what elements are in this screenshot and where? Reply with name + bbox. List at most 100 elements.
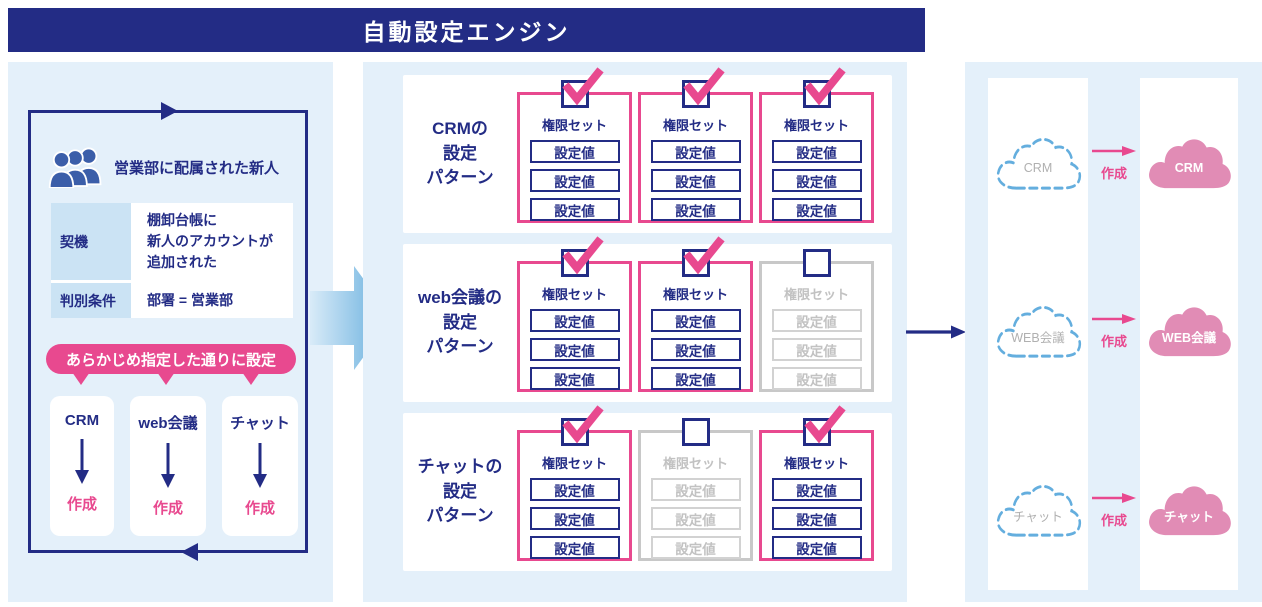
pattern-card-label-line: パターン bbox=[426, 168, 494, 188]
template-cell: CRM bbox=[988, 126, 1088, 200]
provision-row: チャット作成チャット bbox=[965, 473, 1262, 547]
template-cloud-icon: チャット bbox=[991, 481, 1085, 539]
pattern-card-label-line: 設定 bbox=[443, 312, 477, 332]
trigger-table-value-line: 棚卸台帳に bbox=[147, 212, 217, 228]
pattern-card-label: チャットの設定パターン bbox=[403, 455, 517, 529]
trigger-table-label: 判別条件 bbox=[51, 283, 131, 318]
pattern-card-label-line: 設定 bbox=[443, 481, 477, 501]
trigger-table: 契機棚卸台帳に新人のアカウントが追加された判別条件部署 = 営業部 bbox=[51, 203, 293, 318]
permission-set-label: 権限セット bbox=[541, 118, 607, 133]
page-title: 自動設定エンジン bbox=[362, 19, 571, 45]
pattern-card-label: CRMの設定パターン bbox=[403, 117, 517, 191]
service-name: チャット bbox=[230, 415, 290, 432]
permission-set-label: 権限セット bbox=[662, 287, 728, 302]
setting-value-box: 設定値 bbox=[650, 198, 741, 221]
created-cell: チャット bbox=[1140, 473, 1238, 547]
pattern-card-label-line: パターン bbox=[426, 506, 494, 526]
pattern-cards: CRMの設定パターン権限セット設定値設定値設定値権限セット設定値設定値設定値権限… bbox=[403, 67, 892, 571]
setting-value-box: 設定値 bbox=[529, 140, 620, 163]
create-label: 作成 bbox=[1100, 166, 1127, 181]
service-name: CRM bbox=[64, 412, 100, 429]
setting-value-box: 設定値 bbox=[771, 169, 862, 192]
template-cell: チャット bbox=[988, 473, 1088, 547]
create-label: 作成 bbox=[1100, 334, 1127, 349]
setting-value-box: 設定値 bbox=[529, 507, 620, 530]
pattern-card-label-line: 設定 bbox=[443, 143, 477, 163]
permission-set-box: 権限セット設定値設定値設定値 bbox=[759, 249, 874, 392]
permission-set-box: 権限セット設定値設定値設定値 bbox=[517, 236, 632, 392]
permission-set-box: 権限セット設定値設定値設定値 bbox=[638, 67, 753, 223]
permission-set-box: 権限セット設定値設定値設定値 bbox=[638, 418, 753, 561]
down-arrow-icon bbox=[161, 443, 175, 489]
checked-checkbox-icon bbox=[560, 405, 604, 446]
create-arrow-cell: 作成 bbox=[1088, 294, 1140, 368]
service-create-label: 作成 bbox=[152, 500, 183, 517]
service-card: CRM 作成 bbox=[50, 396, 114, 536]
setting-value-box: 設定値 bbox=[529, 367, 620, 390]
setting-value-box: 設定値 bbox=[529, 309, 620, 332]
setting-value-box: 設定値 bbox=[650, 536, 741, 559]
badge-pointer-icon bbox=[72, 372, 90, 385]
setting-value-box: 設定値 bbox=[771, 478, 862, 501]
new-employee-row: 営業部に配属された新人 bbox=[47, 146, 279, 188]
pattern-panel: CRMの設定パターン権限セット設定値設定値設定値権限セット設定値設定値設定値権限… bbox=[363, 62, 907, 602]
pattern-card-label-line: CRMの bbox=[432, 119, 488, 139]
checked-checkbox-icon bbox=[560, 67, 604, 108]
permission-set-label: 権限セット bbox=[783, 287, 849, 302]
create-arrow-cell: 作成 bbox=[1088, 473, 1140, 547]
service-create-label: 作成 bbox=[244, 500, 275, 517]
permission-set-label: 権限セット bbox=[783, 456, 849, 471]
created-cloud-label: WEB会議 bbox=[1161, 330, 1217, 345]
permission-set-group: 権限セット設定値設定値設定値権限セット設定値設定値設定値権限セット設定値設定値設… bbox=[517, 405, 892, 571]
setting-value-box: 設定値 bbox=[650, 169, 741, 192]
pattern-card: web会議の設定パターン権限セット設定値設定値設定値権限セット設定値設定値設定値… bbox=[403, 236, 892, 402]
checked-checkbox-icon bbox=[802, 67, 846, 108]
banner: 自動設定エンジン bbox=[8, 8, 925, 52]
permission-set-label: 権限セット bbox=[541, 456, 607, 471]
template-cloud-icon: CRM bbox=[991, 134, 1085, 192]
setting-value-box: 設定値 bbox=[771, 367, 862, 390]
created-cloud-label: チャット bbox=[1164, 509, 1214, 524]
setting-value-box: 設定値 bbox=[529, 536, 620, 559]
trigger-table-value: 部署 = 営業部 bbox=[135, 283, 293, 318]
trigger-table-value: 棚卸台帳に新人のアカウントが追加された bbox=[135, 203, 293, 280]
loop-arrow-left-icon bbox=[181, 543, 198, 561]
setting-value-box: 設定値 bbox=[529, 338, 620, 361]
created-cell: WEB会議 bbox=[1140, 294, 1238, 368]
permission-set-label: 権限セット bbox=[662, 118, 728, 133]
setting-value-box: 設定値 bbox=[771, 507, 862, 530]
setting-value-box: 設定値 bbox=[650, 367, 741, 390]
setting-value-box: 設定値 bbox=[529, 198, 620, 221]
setting-value-box: 設定値 bbox=[771, 536, 862, 559]
people-icon bbox=[48, 147, 102, 188]
unchecked-checkbox-icon bbox=[802, 249, 831, 277]
pattern-card: CRMの設定パターン権限セット設定値設定値設定値権限セット設定値設定値設定値権限… bbox=[403, 67, 892, 233]
create-arrow-icon bbox=[1091, 144, 1137, 162]
create-arrow-icon bbox=[1091, 312, 1137, 330]
trigger-panel: 営業部に配属された新人 契機棚卸台帳に新人のアカウントが追加された判別条件部署 … bbox=[8, 62, 333, 602]
created-cell: CRM bbox=[1140, 126, 1238, 200]
service-card: web会議作成 bbox=[130, 396, 206, 536]
service-card: チャット作成 bbox=[222, 396, 298, 536]
loop-border: 営業部に配属された新人 契機棚卸台帳に新人のアカウントが追加された判別条件部署 … bbox=[28, 102, 308, 561]
trigger-table-label: 契機 bbox=[51, 203, 131, 280]
setting-value-box: 設定値 bbox=[650, 140, 741, 163]
apply-arrow-icon bbox=[906, 325, 966, 339]
setting-value-box: 設定値 bbox=[771, 198, 862, 221]
setting-value-box: 設定値 bbox=[529, 169, 620, 192]
permission-set-box: 権限セット設定値設定値設定値 bbox=[517, 405, 632, 561]
service-name: web会議 bbox=[138, 415, 198, 432]
setting-value-box: 設定値 bbox=[650, 478, 741, 501]
service-create-label: 作成 bbox=[66, 496, 97, 513]
create-label: 作成 bbox=[1100, 513, 1127, 528]
setting-value-box: 設定値 bbox=[771, 140, 862, 163]
template-cloud-label: CRM bbox=[1023, 161, 1053, 175]
permission-set-group: 権限セット設定値設定値設定値権限セット設定値設定値設定値権限セット設定値設定値設… bbox=[517, 67, 892, 233]
down-arrow-icon bbox=[75, 439, 89, 485]
pattern-card-label-line: チャットの bbox=[417, 457, 503, 477]
pattern-card: チャットの設定パターン権限セット設定値設定値設定値権限セット設定値設定値設定値権… bbox=[403, 405, 892, 571]
pattern-card-label: web会議の設定パターン bbox=[403, 286, 517, 360]
badge-pointer-icon bbox=[157, 372, 175, 385]
